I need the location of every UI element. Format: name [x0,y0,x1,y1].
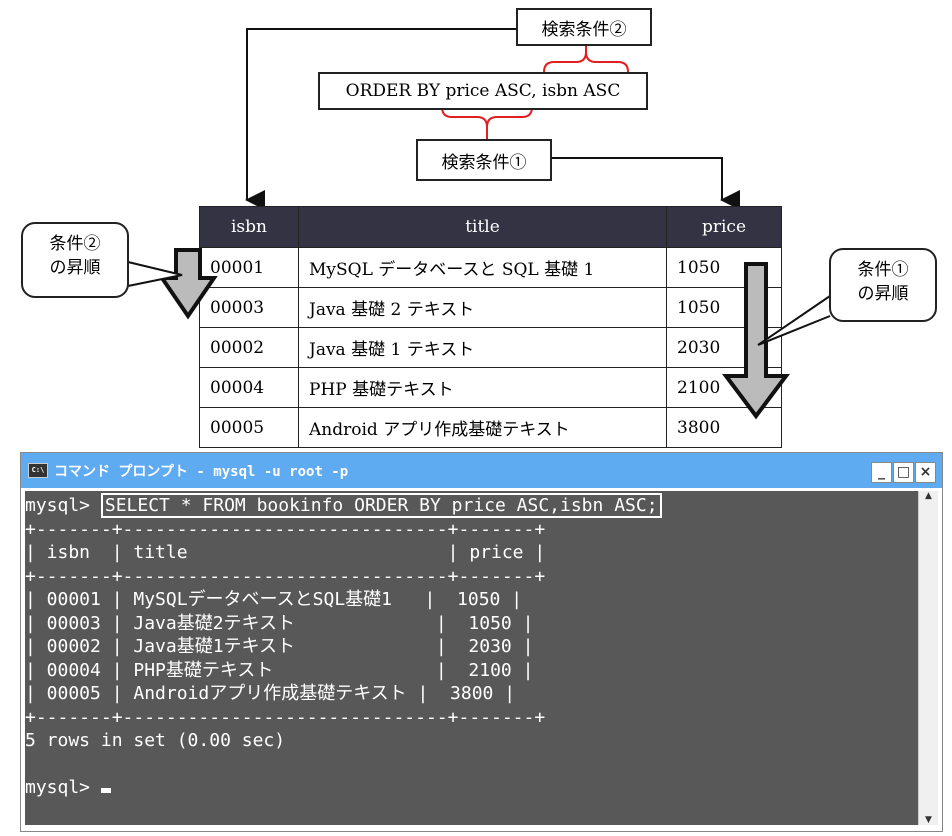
sort-arrow-right [722,262,790,420]
brace-condition1 [441,95,533,139]
connector-lines [245,28,740,210]
title-bar[interactable]: C:\ コマンド プロンプト - mysql -u root -p _ □ × [21,453,942,488]
console-output[interactable]: mysql> SELECT * FROM bookinfo ORDER BY p… [25,491,918,825]
cell: MySQL データベースと SQL 基礎 1 [298,247,667,288]
table-border: +-------+------------------------------+… [25,565,546,587]
highlighted-command: SELECT * FROM bookinfo ORDER BY price AS… [100,493,662,518]
callout-condition2-ascending: 条件② の昇順 [21,222,129,298]
column-header: price [666,206,782,248]
cell: 00003 [199,287,299,328]
callout-text: の昇順 [857,284,909,304]
close-button[interactable]: × [915,462,936,483]
table-border: +-------+------------------------------+… [25,706,546,728]
minimize-button[interactable]: _ [871,462,892,483]
scroll-up-arrow-icon[interactable]: ▲ [925,491,932,501]
column-header: title [298,206,667,248]
cell: 00001 [199,247,299,288]
cmd-icon: C:\ [28,463,48,478]
cell: Java 基礎 2 テキスト [298,287,667,328]
result-row: | 00002 | Java基礎1テキスト | 2030 | [25,636,534,657]
callout-text: 条件① [857,260,909,280]
arrow-to-isbn [245,28,516,210]
window-title: コマンド プロンプト - mysql -u root -p [54,463,349,480]
brace-condition2 [543,46,629,82]
result-row: | 00005 | Androidアプリ作成基礎テキスト | 3800 | [25,683,516,704]
result-row: | 00004 | PHP基礎テキスト | 2100 | [25,659,534,681]
condition2-box: 検索条件② [516,8,652,46]
table-border: +-------+------------------------------+… [25,518,546,540]
arrow-to-price [552,157,740,210]
callout-condition1-ascending: 条件① の昇順 [829,248,937,322]
cell: 00004 [199,367,299,408]
result-row: | 00001 | MySQLデータベースとSQL基礎1 | 1050 | [25,589,523,610]
sort-arrow-left [158,248,218,320]
cell: Java 基礎 1 テキスト [298,327,667,368]
condition1-box: 検索条件① [416,139,552,181]
result-row: | 00003 | Java基礎2テキスト | 1050 | [25,612,534,634]
prompt: mysql> [25,495,101,516]
command-prompt-window: C:\ コマンド プロンプト - mysql -u root -p _ □ × … [20,452,943,832]
table-header-row: isbn title price [199,206,782,248]
order-clause-box: ORDER BY price ASC, isbn ASC [318,72,648,110]
callout-text: の昇順 [49,258,101,278]
table-header: | isbn | title | price | [25,542,546,563]
result-summary: 5 rows in set (0.00 sec) [25,730,286,751]
text-cursor [100,788,111,793]
cell: 3800 [666,407,782,448]
vertical-scrollbar[interactable]: ▲ ▼ [918,491,938,825]
maximize-button[interactable]: □ [893,462,914,483]
cell: Android アプリ作成基礎テキスト [298,407,667,448]
arrows-overlay [127,248,831,420]
column-header: isbn [199,206,299,248]
callout-text: 条件② [49,234,101,254]
scroll-down-arrow-icon[interactable]: ▼ [925,815,932,825]
callout-pointer-left [127,261,183,287]
callout-pointer-right [757,295,831,346]
prompt: mysql> [25,777,101,798]
